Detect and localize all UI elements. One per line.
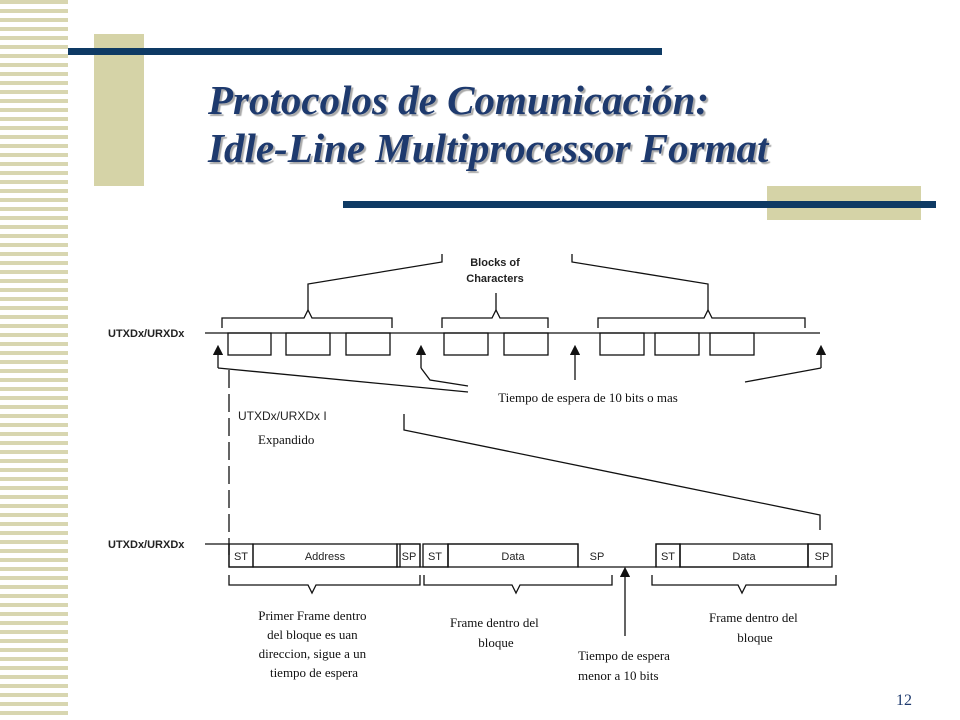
block-brace-3 [597,308,806,328]
char-box [443,332,489,356]
note-frame-mid: Frame dentro del bloque [450,615,542,650]
blocks-pointer-1 [307,254,443,310]
frame-sp-3-label: SP [815,551,830,563]
frame-st-1-label: ST [234,551,248,563]
blocks-label-line1: Blocks of [470,257,520,269]
note-first-frame-line: del bloque es uan [267,627,358,642]
char-box [285,332,331,356]
idle-pointer-mid [420,367,469,387]
frame-data-2-label: Data [732,551,756,563]
title-line-2: Idle-Line Multiprocessor Format [208,125,769,171]
frame-data-1 [447,543,579,568]
char-box [227,332,272,356]
frame-brace-2 [423,575,613,595]
frame-address-label: Address [305,551,346,563]
note-first-frame: Primer Frame dentro del bloque es uan di… [258,608,370,680]
note-frame-right-line: Frame dentro del [709,610,798,625]
slide-title: Protocolos de Comunicación: Idle-Line Mu… [208,76,768,172]
note-short-wait-line: Tiempo de espera [578,648,670,663]
frame-sp-2-label: SP [590,551,605,563]
tan-block-top [94,34,144,186]
note-first-frame-line: tiempo de espera [270,665,358,680]
char-box [599,332,645,356]
blocks-label-line2: Characters [466,273,523,285]
bottom-signal-label: UTXDx/URXDx [108,539,185,551]
note-frame-mid-line: Frame dentro del [450,615,539,630]
frame-data-1-label: Data [501,551,525,563]
top-signal-label: UTXDx/URXDx [108,328,185,340]
note-frame-mid-line: bloque [478,635,514,650]
frame-st-3-label: ST [661,551,675,563]
bottom-signal-line-2 [622,543,832,568]
expanded-word: Expandido [258,432,314,447]
idle-pointer-right [744,367,822,383]
block-brace-1 [221,308,393,328]
left-stripe-decoration [0,0,68,720]
page-number: 12 [896,692,912,709]
frame-sp-1 [396,543,421,568]
expanded-signal-label: UTXDx/URXDx I [238,409,327,423]
idle-pointer-left [217,367,469,393]
note-first-frame-line: direccion, sigue a un [259,646,367,661]
frame-sp-1-label: SP [402,551,417,563]
note-short-wait: Tiempo de espera menor a 10 bits [578,648,673,683]
char-box [503,332,549,356]
frame-st-2-label: ST [428,551,442,563]
note-frame-right-line: bloque [737,630,773,645]
note-short-wait-line: menor a 10 bits [578,668,659,683]
navy-bar-bottom [343,201,936,208]
blocks-pointer-3 [571,254,709,310]
note-frame-right: Frame dentro del bloque [709,610,801,645]
char-box [654,332,700,356]
frame-sp-3 [807,543,833,568]
title-line-1: Protocolos de Comunicación: [208,77,710,123]
char-box [709,332,755,356]
block-brace-2 [441,308,549,328]
navy-bar-top [68,48,662,55]
frame-brace-3 [651,575,837,595]
note-first-frame-line: Primer Frame dentro [258,608,366,623]
expansion-line-right [403,414,821,530]
frame-brace-1 [228,575,421,595]
char-box [345,332,391,356]
idle-time-label: Tiempo de espera de 10 bits o mas [498,390,678,405]
